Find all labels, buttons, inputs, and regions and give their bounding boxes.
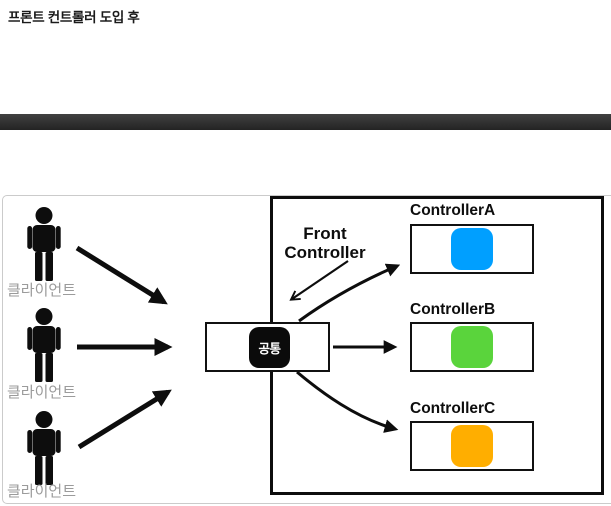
client-person-icon	[27, 207, 61, 281]
controller-c-chip	[451, 424, 493, 467]
controller-a-box	[410, 224, 534, 274]
controller-b-box	[410, 322, 534, 372]
front-controller-line1: Front	[303, 224, 347, 243]
common-controller-box: 공통	[205, 322, 330, 372]
common-chip: 공통	[249, 326, 290, 368]
section-divider-bar	[0, 114, 611, 130]
client-person-icon	[27, 411, 61, 485]
controller-b-chip	[451, 325, 493, 368]
client-label: 클라이언트	[7, 384, 77, 401]
controller-c-box	[410, 421, 534, 471]
controller-a-label: ControllerA	[410, 202, 496, 219]
front-controller-annotation: Front Controller	[272, 224, 378, 262]
controller-b-label: ControllerB	[410, 301, 496, 318]
front-controller-line2: Controller	[284, 243, 366, 263]
controller-a-chip	[451, 227, 493, 270]
page-title: 프론트 컨트롤러 도입 후	[8, 10, 140, 25]
client-person-icon	[27, 308, 61, 382]
client-label: 클라이언트	[7, 282, 77, 299]
controller-c-label: ControllerC	[410, 400, 496, 417]
client-label: 클라이언트	[7, 483, 77, 500]
